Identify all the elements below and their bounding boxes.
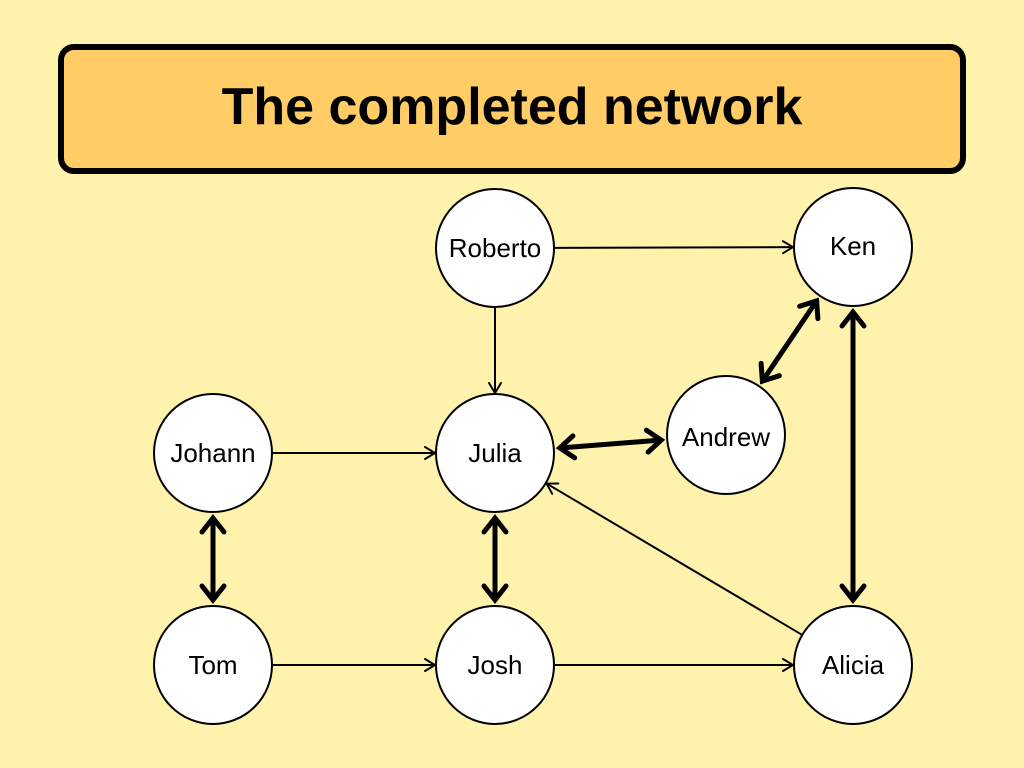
node-alicia: Alicia [793, 605, 913, 725]
arrowhead-johann [199, 513, 227, 535]
arrowhead-alicia [839, 583, 867, 605]
edge-line [554, 246, 794, 249]
edge-roberto-julia [488, 308, 502, 395]
node-circle [435, 188, 555, 308]
edge-julia-andrew [555, 427, 666, 461]
node-label: Julia [468, 438, 522, 468]
arrowhead-julia [555, 433, 578, 461]
edges-layer [199, 240, 867, 672]
edge-line [559, 437, 662, 451]
edge-julia-josh [481, 513, 509, 605]
edge-tom-josh [273, 658, 437, 672]
node-label: Johann [170, 438, 255, 468]
node-julia: Julia [435, 393, 555, 513]
node-circle [435, 605, 555, 725]
node-tom: Tom [153, 605, 273, 725]
node-label: Tom [188, 650, 237, 680]
node-label: Josh [468, 650, 523, 680]
edge-johann-tom [199, 513, 227, 605]
arrowhead-andrew [758, 360, 782, 385]
node-circle [153, 605, 273, 725]
node-label: Roberto [449, 233, 542, 263]
node-label: Alicia [822, 650, 885, 680]
edge-alicia-julia [544, 482, 802, 636]
edge-josh-alicia [555, 658, 795, 672]
slide-title: The completed network [221, 78, 803, 136]
edge-andrew-ken [758, 297, 821, 385]
node-andrew: Andrew [666, 375, 786, 495]
node-ken: Ken [793, 187, 913, 307]
edge-line [546, 482, 802, 636]
node-josh: Josh [435, 605, 555, 725]
node-circle [666, 375, 786, 495]
arrowhead-julia [481, 513, 509, 535]
arrowhead-andrew [643, 427, 666, 455]
arrowhead-ken [839, 307, 867, 329]
node-circle [435, 393, 555, 513]
node-label: Ken [830, 231, 876, 261]
arrowhead-ken [797, 297, 821, 322]
node-circle [793, 605, 913, 725]
edge-johann-julia [273, 446, 437, 460]
node-circle [793, 187, 913, 307]
title-box: The completed network [58, 44, 966, 174]
node-circle [153, 393, 273, 513]
node-johann: Johann [153, 393, 273, 513]
arrowhead-josh [481, 583, 509, 605]
edge-roberto-ken [554, 240, 795, 255]
edge-line [760, 299, 819, 383]
node-label: Andrew [682, 422, 770, 452]
node-roberto: Roberto [435, 188, 555, 308]
arrowhead-tom [199, 583, 227, 605]
edge-ken-alicia [839, 307, 867, 605]
